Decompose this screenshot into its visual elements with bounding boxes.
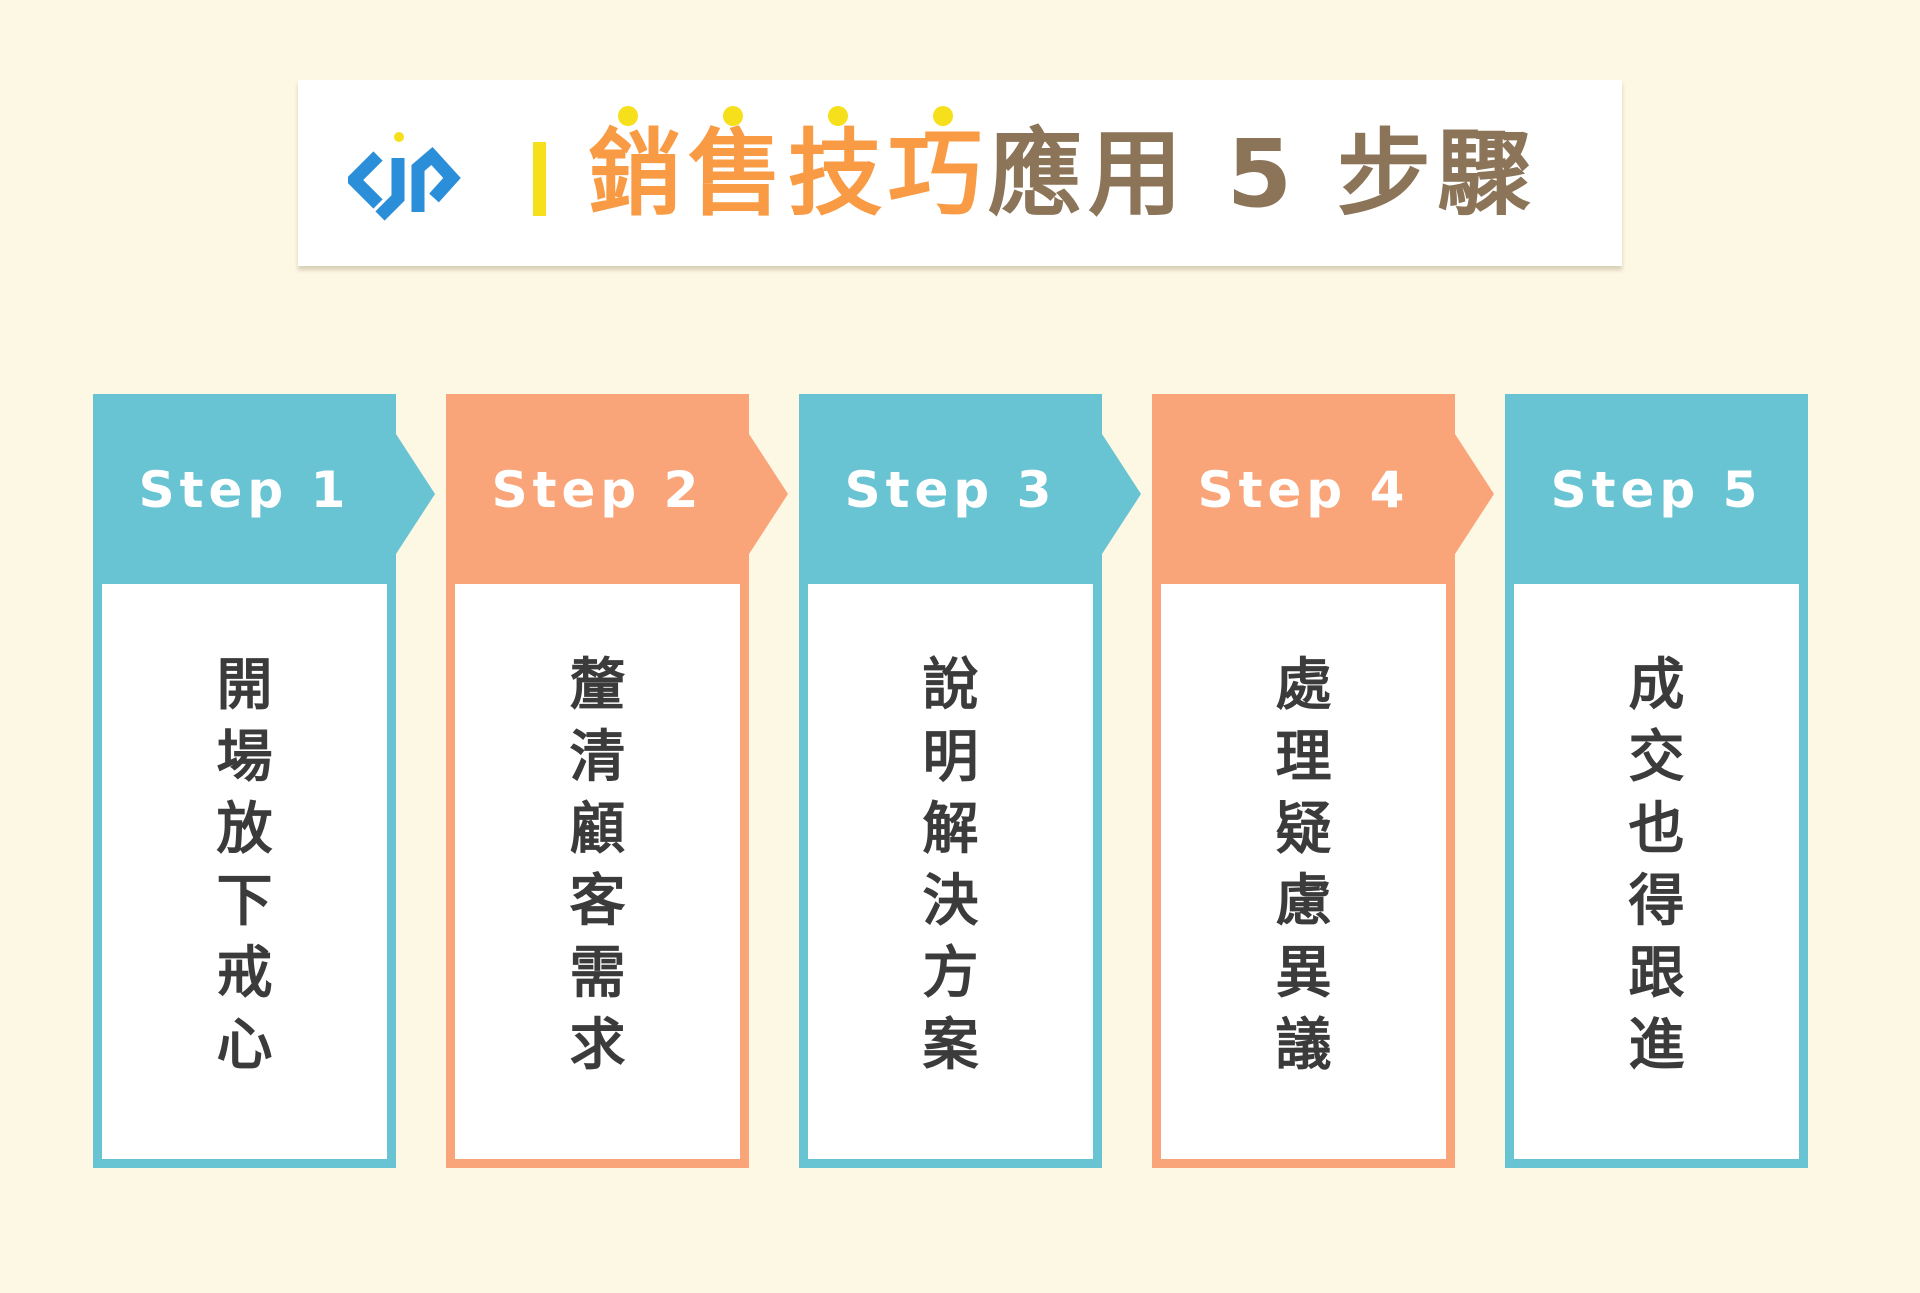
step-header: Step 5	[1505, 394, 1847, 594]
brand-logo-icon	[348, 132, 461, 221]
step-label: Step 1	[138, 461, 351, 519]
step-header: Step 2	[446, 394, 788, 594]
step-label: Step 2	[491, 461, 704, 519]
step-card-2: Step 2 釐清顧客需求	[446, 394, 788, 1168]
chevron-arrow-icon	[446, 394, 788, 594]
emphasis-dot	[828, 106, 848, 126]
step-label: Step 4	[1197, 461, 1410, 519]
step-header: Step 1	[93, 394, 435, 594]
step-body: 釐清顧客需求	[446, 584, 749, 1168]
step-card-1: Step 1 開場放下戒心	[93, 394, 435, 1168]
title-rest: 應用 5 步驟	[988, 120, 1537, 229]
step-header: Step 3	[799, 394, 1141, 594]
step-card-4: Step 4 處理疑慮異議	[1152, 394, 1494, 1168]
step-label: Step 3	[844, 461, 1057, 519]
step-label: Step 5	[1550, 461, 1763, 519]
chevron-arrow-icon	[1152, 394, 1494, 594]
step-body: 開場放下戒心	[93, 584, 396, 1168]
title-divider-bar	[533, 142, 546, 216]
step-card-5: Step 5 成交也得跟進	[1505, 394, 1808, 1168]
step-description: 處理疑慮異議	[1275, 653, 1332, 1078]
page-title: 銷售技巧應用 5 步驟	[588, 106, 1537, 230]
chevron-arrow-icon	[93, 394, 435, 594]
step-card-3: Step 3 說明解決方案	[799, 394, 1141, 1168]
step-description: 成交也得跟進	[1628, 653, 1685, 1078]
step-header-shape	[1505, 394, 1808, 594]
step-description: 開場放下戒心	[216, 653, 273, 1078]
title-card: 銷售技巧應用 5 步驟	[298, 80, 1622, 266]
emphasis-dot	[933, 106, 953, 126]
step-header: Step 4	[1152, 394, 1494, 594]
step-body: 說明解決方案	[799, 584, 1102, 1168]
emphasis-dot	[723, 106, 743, 126]
step-description: 說明解決方案	[922, 653, 979, 1078]
step-body: 處理疑慮異議	[1152, 584, 1455, 1168]
chevron-arrow-icon	[799, 394, 1141, 594]
step-body: 成交也得跟進	[1505, 584, 1808, 1168]
emphasis-dot	[618, 106, 638, 126]
title-accent: 銷售技巧	[588, 106, 988, 229]
step-description: 釐清顧客需求	[569, 653, 626, 1078]
